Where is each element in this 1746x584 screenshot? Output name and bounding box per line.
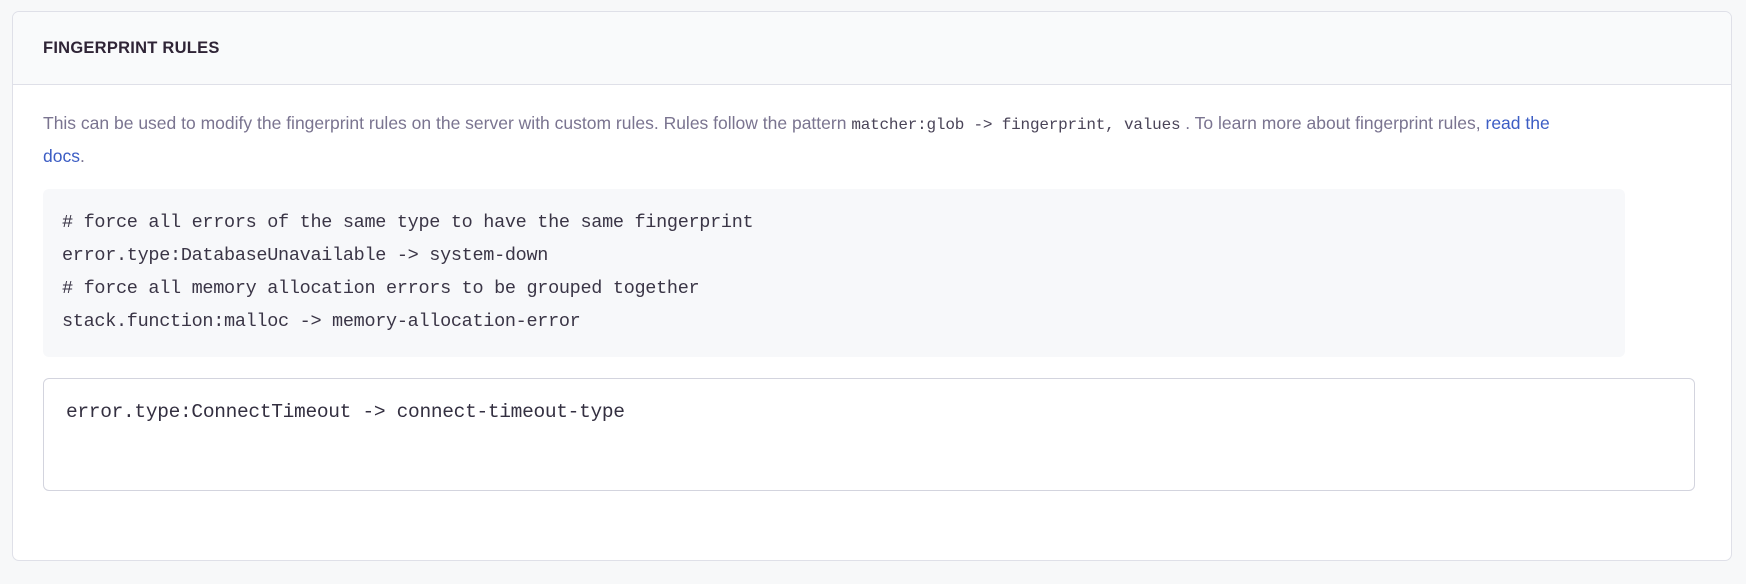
- description-part-3: .: [79, 146, 85, 166]
- description-text: This can be used to modify the fingerpri…: [43, 108, 1583, 172]
- panel-header: FINGERPRINT RULES: [13, 12, 1731, 85]
- description-part-2: . To learn more about fingerprint rules,: [1180, 113, 1486, 133]
- read-the-docs-link[interactable]: read the docs: [43, 113, 1550, 166]
- code-example-text: # force all errors of the same type to h…: [62, 212, 754, 332]
- fingerprint-rules-panel: FINGERPRINT RULES This can be used to mo…: [12, 11, 1732, 561]
- panel-body: This can be used to modify the fingerpri…: [13, 85, 1731, 491]
- fingerprint-rules-input[interactable]: [43, 378, 1695, 491]
- description-part-1: This can be used to modify the fingerpri…: [43, 113, 852, 133]
- code-example-block: # force all errors of the same type to h…: [43, 189, 1625, 357]
- page-title: FINGERPRINT RULES: [43, 38, 220, 57]
- inline-code-pattern: matcher:glob -> fingerprint, values: [851, 116, 1181, 134]
